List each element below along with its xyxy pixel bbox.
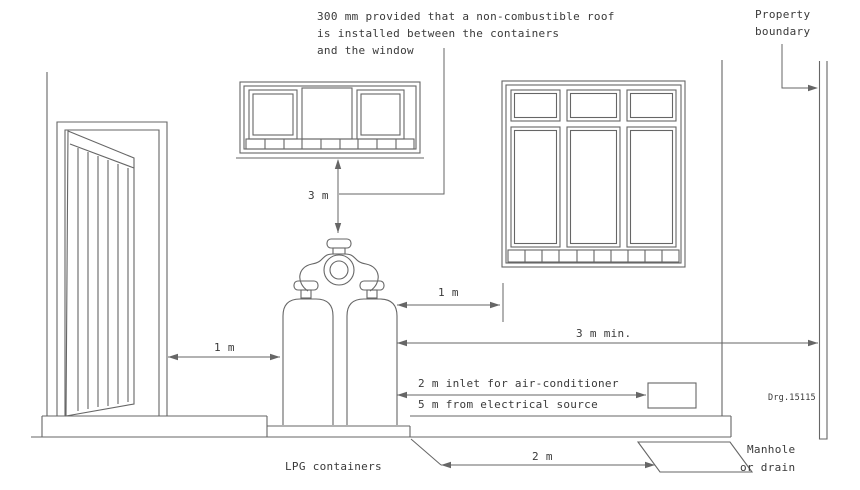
- air-conditioner-inlet-box: [647, 382, 697, 409]
- right-window-pane: [510, 89, 561, 122]
- top-window-pane-middle: [301, 87, 353, 140]
- dim-1m-left-label: 1 m: [214, 341, 235, 354]
- kerb-and-plinth: [41, 415, 732, 437]
- property-boundary-line-2: boundary: [755, 25, 810, 38]
- cylinder-left-valve-cap: [293, 280, 319, 291]
- manifold-valve-cap: [326, 238, 352, 249]
- arrow-right-icon: [490, 301, 500, 309]
- dim-2m-bottom: 2 m: [410, 438, 655, 469]
- door-leaf: [65, 130, 135, 417]
- cylinder-left-body: [282, 298, 334, 425]
- top-window-vent-dividers: [264, 139, 397, 149]
- lpg-cylinders: [282, 238, 398, 425]
- door: [56, 121, 168, 417]
- top-window-frame-outer: [239, 81, 421, 154]
- arrow-left-icon: [441, 461, 451, 469]
- dim-1m-right: 1 m: [397, 283, 504, 322]
- dim-1m-left: 1 m: [168, 341, 280, 361]
- note-line-2: is installed between the containers: [317, 27, 559, 40]
- note-line-3: and the window: [317, 44, 414, 57]
- property-boundary-line-1: Property: [755, 8, 810, 21]
- manifold-right-curve: [344, 253, 379, 292]
- arrow-left-icon: [397, 301, 407, 309]
- leader-diagonal: [410, 438, 442, 466]
- right-window-pane-inner: [569, 92, 618, 119]
- right-window: [501, 80, 686, 268]
- cylinder-right-valve-stem: [366, 289, 378, 299]
- note-line-1: 300 mm provided that a non-combustible r…: [317, 10, 615, 23]
- regulator-gauge-inner: [329, 260, 349, 280]
- cylinder-right-body: [346, 298, 398, 425]
- arrow-down-icon: [334, 223, 342, 233]
- door-frame-outer: [56, 121, 168, 416]
- dim-3m-min-label: 3 m min.: [576, 327, 631, 340]
- right-window-frame-outer: [501, 80, 686, 268]
- manifold-left-curve: [299, 253, 334, 292]
- dim-3m-min: 3 m min.: [397, 327, 818, 347]
- cylinder-left-valve-stem: [300, 289, 312, 299]
- manhole-label-line-1: Manhole: [747, 443, 795, 456]
- arrow-right-icon: [636, 391, 646, 399]
- arrow-right-icon: [645, 461, 655, 469]
- right-window-pane: [626, 126, 677, 248]
- manhole-label: Manhole or drain: [740, 443, 795, 474]
- dim-1m-right-label: 1 m: [438, 286, 459, 299]
- leader-line: [781, 44, 816, 89]
- arrow-right-icon: [808, 84, 818, 92]
- drawing-number: Drg.15115: [768, 393, 816, 403]
- ground-and-plinth: [31, 415, 732, 438]
- right-window-frame-inner: [505, 84, 682, 264]
- right-window-pane: [510, 126, 561, 248]
- lpg-containers-label: LPG containers: [285, 460, 382, 473]
- right-window-vent-dividers: [524, 250, 663, 262]
- dim-2m-bottom-label: 2 m: [532, 450, 553, 463]
- dim-3m-label: 3 m: [308, 189, 329, 202]
- arrow-up-icon: [334, 159, 342, 169]
- dim-2m-inlet-label: 2 m inlet for air-conditioner: [418, 377, 619, 390]
- property-boundary-wall: [818, 61, 828, 440]
- door-leaf-edge: [69, 143, 135, 169]
- right-window-pane-inner: [513, 92, 558, 119]
- cylinder-right-valve-cap: [359, 280, 385, 291]
- right-window-pane: [566, 89, 621, 122]
- right-window-pane-inner: [629, 92, 674, 119]
- right-window-pane: [566, 126, 621, 248]
- regulator-gauge-outer: [323, 254, 355, 286]
- top-window-frame-inner: [243, 85, 417, 150]
- dim-3m-vertical: 3 m: [308, 159, 342, 233]
- arrow-right-icon: [808, 339, 818, 347]
- right-window-pane: [626, 89, 677, 122]
- right-window-pane-inner: [629, 129, 674, 245]
- property-boundary-label: Property boundary: [755, 8, 810, 38]
- dim-5m-electrical-label: 5 m from electrical source: [418, 398, 598, 411]
- top-window-vent-strip: [245, 138, 415, 150]
- note-leader-line: [339, 48, 445, 195]
- top-window: [236, 81, 424, 159]
- arrow-left-icon: [397, 339, 407, 347]
- arrow-right-icon: [270, 353, 280, 361]
- arrow-left-icon: [168, 353, 178, 361]
- right-window-pane-inner: [569, 129, 618, 245]
- door-frame-inner: [64, 129, 160, 416]
- top-window-pane-right-inner: [360, 93, 401, 136]
- dim-2m-5m: 2 m inlet for air-conditioner 5 m from e…: [397, 377, 646, 411]
- manhole-label-line-2: or drain: [740, 461, 795, 474]
- property-boundary-leader: [781, 44, 818, 92]
- door-slats: [77, 148, 129, 411]
- top-window-pane-right: [356, 89, 405, 140]
- manhole-shape: [636, 441, 754, 473]
- right-window-pane-inner: [513, 129, 558, 245]
- top-window-pane-left: [248, 89, 298, 140]
- wall-lines: [46, 60, 723, 416]
- arrow-left-icon: [397, 391, 407, 399]
- note-300mm: 300 mm provided that a non-combustible r…: [317, 10, 615, 57]
- manifold-valve-stem: [332, 247, 346, 255]
- top-window-pane-left-inner: [252, 93, 294, 136]
